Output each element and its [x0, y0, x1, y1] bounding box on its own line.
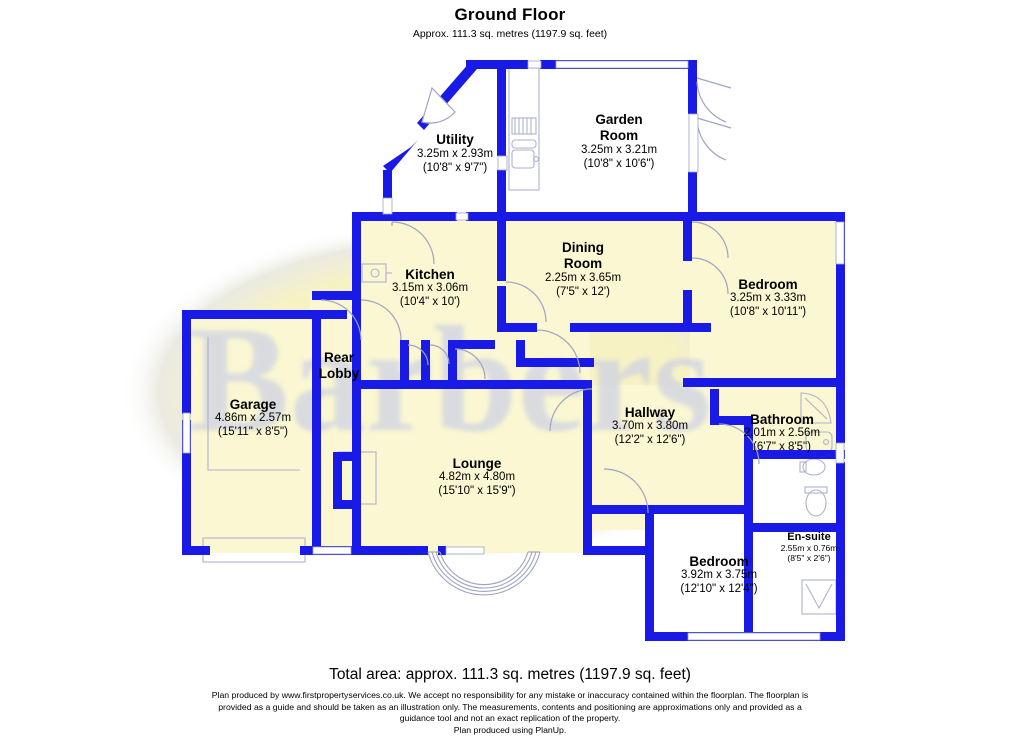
page-subtitle: Approx. 111.3 sq. metres (1197.9 sq. fee…: [412, 28, 608, 40]
plan-header: Ground Floor Approx. 111.3 sq. metres (1…: [0, 0, 1020, 40]
total-area-text: Total area: approx. 111.3 sq. metres (11…: [329, 666, 691, 683]
windows: [182, 60, 845, 641]
disclaimer-line-4: Plan produced using PlanUp.: [453, 724, 567, 735]
disclaimer-line-1: Plan produced by www.firstpropertyservic…: [211, 690, 809, 700]
disclaimer-line-3: guidance tool and not an exact replicati…: [399, 713, 621, 723]
bay-window: [427, 551, 541, 596]
page-title: Ground Floor: [454, 5, 566, 24]
disclaimer-line-2: provided as a guide and should be taken …: [218, 701, 802, 712]
disclaimer: Plan produced by www.firstpropertyservic…: [130, 690, 890, 736]
room-fills: [186, 65, 845, 640]
fixtures: [202, 67, 837, 615]
doors: [320, 77, 760, 514]
